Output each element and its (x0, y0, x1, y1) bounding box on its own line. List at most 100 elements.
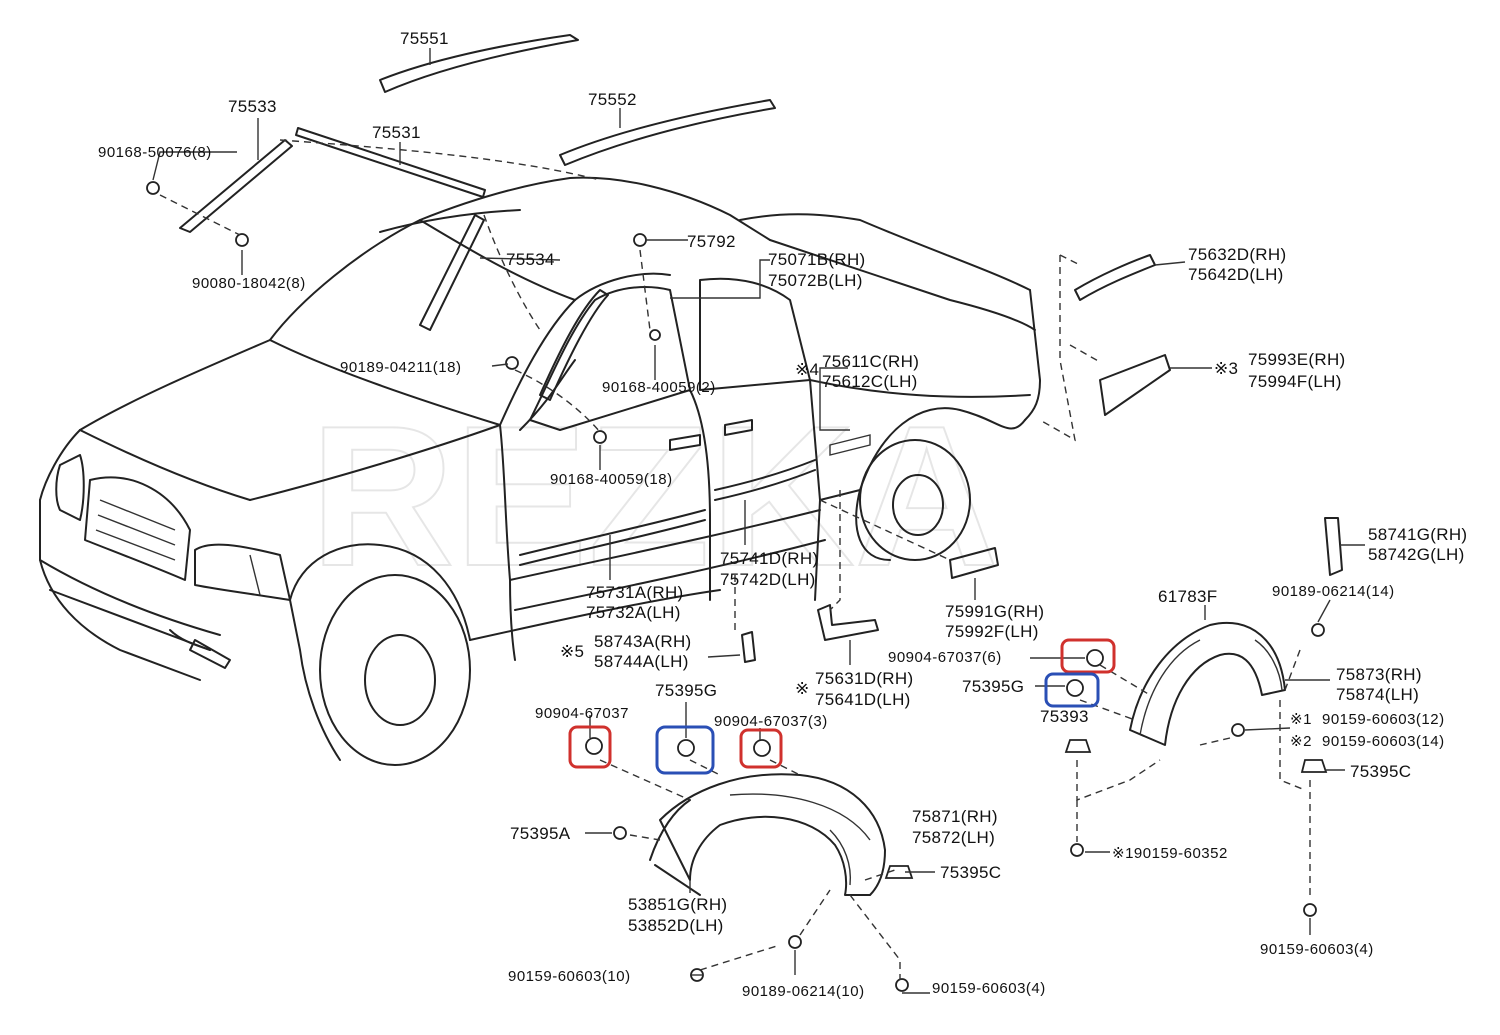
clip-90904-67037-3 (753, 739, 771, 757)
label-75632D: 75632D(RH) (1188, 245, 1286, 264)
label-90080-18042: 90080-18042(8) (192, 275, 306, 292)
bolt-90189-06214-10 (788, 935, 802, 949)
clip-90189-04211 (505, 356, 519, 370)
clip-75792 (633, 233, 647, 247)
part-75993E (1099, 354, 1171, 416)
red-highlight-middle (739, 728, 783, 769)
label-61783F: 61783F (1158, 587, 1217, 606)
part-58743A (741, 631, 756, 663)
part-75631D (817, 604, 879, 641)
blue-highlight-left (655, 725, 715, 775)
label-90168-40059-18: 90168-40059(18) (550, 471, 673, 488)
mark-3: ※3 (1214, 359, 1238, 378)
truck-body (39, 176, 1041, 766)
red-highlight-left (568, 725, 612, 769)
mark-5: ※5 (560, 642, 584, 661)
clip-90168-50076 (146, 181, 160, 195)
leader-lines (152, 48, 1365, 994)
part-75533 (179, 139, 293, 233)
clip-75395G-right (1066, 679, 1084, 697)
part-75071B (539, 289, 609, 401)
label-75534: 75534 (506, 250, 555, 269)
label-75071B: 75071B(RH) (768, 250, 866, 269)
label-75873: 75873(RH) (1336, 665, 1422, 684)
label-75871: 75871(RH) (912, 807, 998, 826)
label-75551: 75551 (400, 29, 449, 48)
label-75393: 75393 (1040, 707, 1089, 726)
label-75992F: 75992F(LH) (945, 622, 1039, 641)
label-53851G: 53851G(RH) (628, 895, 727, 914)
rear-fender-flare (1129, 621, 1286, 746)
screw-90159-60603-4-right (1303, 903, 1317, 917)
label-75993E: 75993E(RH) (1248, 350, 1346, 369)
part-75632D (1074, 254, 1156, 301)
label-75395G-right: 75395G (962, 677, 1024, 696)
label-75531: 75531 (372, 123, 421, 142)
mark-2: ※2 (1290, 733, 1312, 750)
roof-rack-parts (179, 34, 1343, 663)
label-90168-40059-2: 90168-40059(2) (602, 379, 716, 396)
part-58741G (1324, 517, 1343, 576)
label-75395C-left: 75395C (940, 863, 1001, 882)
screw-90159-60352 (1070, 843, 1084, 857)
part-75534 (419, 214, 485, 331)
part-75552 (559, 99, 776, 166)
label-90159-60603-4-right: 90159-60603(4) (1260, 941, 1374, 958)
clip-75395G-left (677, 739, 695, 757)
screw-90159-60603-4-left (895, 978, 909, 992)
label-75991G: 75991G(RH) (945, 602, 1044, 621)
label-75395C-right: 75395C (1350, 762, 1411, 781)
label-75533: 75533 (228, 97, 277, 116)
label-75631D: 75631D(RH) (815, 669, 913, 688)
part-75531 (295, 127, 486, 198)
label-75731A: 75731A(RH) (586, 583, 684, 602)
mark-4: ※4 (795, 360, 819, 379)
label-90159-60603-12: 90159-60603(12) (1322, 711, 1445, 728)
label-75642D: 75642D(LH) (1188, 265, 1284, 284)
label-75612C: 75612C(LH) (822, 372, 918, 391)
highlights (568, 638, 1116, 775)
clip-90904-67037-left (585, 737, 603, 755)
label-75611C: 75611C(RH) (822, 352, 919, 371)
bolt-90189-06214-14 (1311, 623, 1325, 637)
label-75552: 75552 (588, 90, 637, 109)
label-90189-06214-14: 90189-06214(14) (1272, 583, 1395, 600)
clip-75395A (613, 826, 627, 840)
label-90904-67037-3: 90904-67037(3) (714, 713, 828, 730)
label-75395A: 75395A (510, 824, 571, 843)
nut-75395C-right (1300, 759, 1328, 773)
label-75792: 75792 (687, 232, 736, 251)
label-90904-67037-left: 90904-67037 (535, 705, 629, 722)
label-58743A: 58743A(RH) (594, 632, 692, 651)
label-90159-60603-4-left: 90159-60603(4) (932, 980, 1046, 997)
label-90159-60603-10: 90159-60603(10) (508, 968, 631, 985)
nut-75393 (1064, 739, 1092, 753)
clip-90080-18042 (235, 233, 249, 247)
red-highlight-right (1060, 638, 1116, 674)
label-90189-06214-10: 90189-06214(10) (742, 983, 865, 1000)
blue-highlight-right (1044, 672, 1100, 708)
part-75551 (379, 34, 579, 93)
label-90159-60603-14: 90159-60603(14) (1322, 733, 1445, 750)
watermark: REZKA (310, 385, 999, 608)
label-90168-50076: 90168-50076(8) (98, 144, 212, 161)
mark-1: ※1 (1290, 711, 1312, 728)
label-75741D: 75741D(RH) (720, 549, 818, 568)
label-75874: 75874(LH) (1336, 685, 1419, 704)
label-90189-04211: 90189-04211(18) (340, 359, 461, 376)
clip-90168-40059-18 (593, 430, 607, 444)
label-75395G-left: 75395G (655, 681, 717, 700)
label-75742D: 75742D(LH) (720, 570, 816, 589)
label-75641D: 75641D(LH) (815, 690, 911, 709)
label-90159-60352: ※190159-60352 (1112, 845, 1228, 862)
nut-75395C-left (884, 865, 914, 879)
label-58742G: 58742G(LH) (1368, 545, 1465, 564)
mark-asterisk: ※ (795, 679, 810, 698)
label-75072B: 75072B(LH) (768, 271, 863, 290)
label-75994F: 75994F(LH) (1248, 372, 1342, 391)
part-75991G (949, 547, 999, 579)
label-53852D: 53852D(LH) (628, 916, 724, 935)
part-labels: 75551 75552 75533 75531 90168-50076(8) 9… (98, 29, 1467, 1000)
label-58744A: 58744A(LH) (594, 652, 689, 671)
